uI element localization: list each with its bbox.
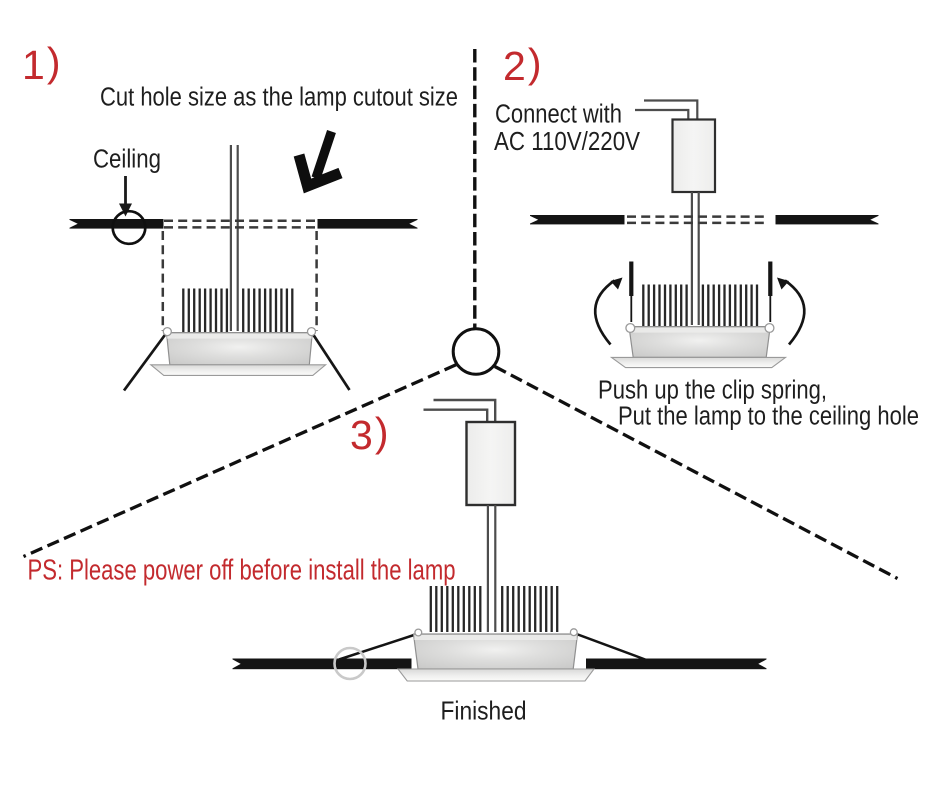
svg-text:Cut hole size as the lamp cuto: Cut hole size as the lamp cutout size bbox=[100, 84, 458, 112]
svg-text:2): 2) bbox=[503, 40, 543, 89]
svg-text:PS: Please power off before in: PS: Please power off before install the … bbox=[28, 555, 456, 587]
svg-text:Connect with: Connect with bbox=[495, 101, 622, 129]
svg-text:Finished: Finished bbox=[441, 696, 527, 726]
svg-text:Push up the clip spring,: Push up the clip spring, bbox=[598, 377, 827, 405]
svg-text:AC 110V/220V: AC 110V/220V bbox=[494, 128, 640, 156]
svg-text:1): 1) bbox=[22, 39, 62, 88]
svg-text:3): 3) bbox=[350, 409, 390, 458]
svg-text:Ceiling: Ceiling bbox=[93, 146, 161, 174]
svg-text:Put the lamp to the ceiling ho: Put the lamp to the ceiling hole bbox=[618, 403, 919, 431]
